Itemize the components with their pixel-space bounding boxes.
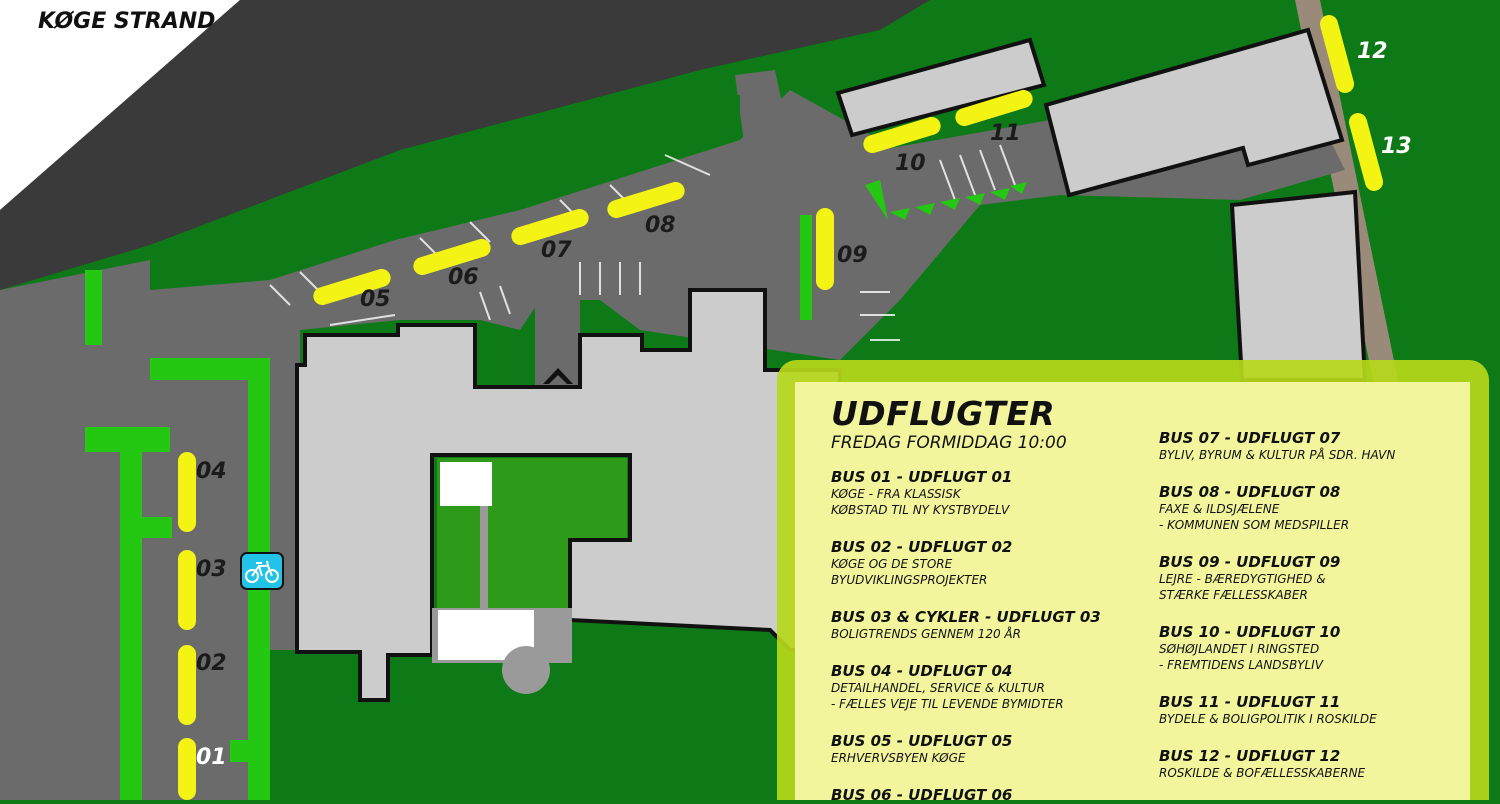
legend-entry-title: BUS 02 - UDFLUGT 02 [831,538,1013,556]
legend-entry-title: BUS 08 - UDFLUGT 08 [1159,483,1341,501]
bus-stop-09-marker [816,208,834,290]
legend-entry-description: STÆRKE FÆLLESSKABER [1159,588,1308,602]
legend-entry-description: KØBSTAD TIL NY KYSTBYDELV [831,503,1010,517]
legend-entry-title: BUS 01 - UDFLUGT 01 [831,468,1013,486]
parking-stripes [269,144,1016,341]
legend-entry: BUS 06 - UDFLUGT 06 [831,786,1131,804]
legend-entry-title: BUS 06 - UDFLUGT 06 [831,786,1013,804]
bicycle-icon [240,552,284,590]
bus-stop-09-label: 09 [837,243,868,268]
highway [0,0,930,290]
bus-stop-01-label: 01 [196,745,227,770]
legend-entry-title: BUS 07 - UDFLUGT 07 [1159,429,1341,447]
legend-entry-description: BYUDVIKLINGSPROJEKTER [831,573,988,587]
bus-stop-13-label: 13 [1381,134,1412,159]
bus-stop-03-marker [178,550,196,630]
bus-stop-12-label: 12 [1357,39,1388,64]
pavilion-circle [502,646,550,694]
bus-stop-10-label: 10 [895,151,926,176]
courtyard-box-top [440,462,492,506]
bus-stop-10-marker [863,116,941,154]
bus-stop-02-label: 02 [196,651,227,676]
bus-stop-06-label: 06 [448,265,479,290]
bus-stop-07-label: 07 [541,238,572,263]
legend-entry-description: DETAILHANDEL, SERVICE & KULTUR [831,681,1045,695]
legend-entry-description: - FREMTIDENS LANDSBYLIV [1159,658,1323,672]
bus-stop-01-marker [178,738,196,800]
legend-entry-description: BYLIV, BYRUM & KULTUR PÅ SDR. HAVN [1159,448,1396,462]
legend-entry-description: KØGE - FRA KLASSISK [831,487,961,501]
legend-entry-description: - KOMMUNEN SOM MEDSPILLER [1159,518,1350,532]
building-southeast [1229,189,1368,382]
legend-entry-description: BYDELE & BOLIGPOLITIK I ROSKILDE [1159,712,1377,726]
side-road [735,70,790,150]
legend-entry-description: BOLIGTRENDS GENNEM 120 ÅR [831,627,1021,641]
courtyard-path [480,505,488,625]
bike-lane-edge [85,270,102,345]
bus-stop-12-marker [1319,15,1355,93]
bike-lane-branch [85,427,170,452]
building-east [1043,27,1345,198]
legend-subtitle: FREDAG FORMIDDAG 10:00 [831,433,1067,453]
bus-stop-04-label: 04 [196,459,227,484]
legend-entry-title: BUS 12 - UDFLUGT 12 [1159,747,1341,765]
entrance-marker [543,368,573,384]
bike-lane-small [800,215,812,320]
legend-entry-description: ERHVERVSBYEN KØGE [831,751,966,765]
planting-triangles [865,180,1027,220]
bus-stop-05-marker [313,268,391,306]
bus-stop-05-label: 05 [360,287,391,312]
place-label: KØGE STRAND [38,9,215,34]
legend-panel: UDFLUGTER FREDAG FORMIDDAG 10:00 BUS 01 … [795,382,1470,804]
lawn-strip [150,95,740,290]
legend-entry-description: ROSKILDE & BOFÆLLESSKABERNE [1159,766,1366,780]
bus-stop-08-marker [607,181,685,219]
bus-stop-02-marker [178,645,196,725]
legend-entry-title: BUS 05 - UDFLUGT 05 [831,732,1013,750]
bus-stop-03-label: 03 [196,557,227,582]
bus-stop-11-marker [955,89,1033,127]
legend-entry-title: BUS 09 - UDFLUGT 09 [1159,553,1341,571]
bus-stop-04-marker [178,452,196,532]
legend-entry-description: LEJRE - BÆREDYGTIGHED & [1159,572,1326,586]
bus-stop-11-label: 11 [990,121,1021,146]
legend-entry-title: BUS 11 - UDFLUGT 11 [1159,693,1341,711]
bike-lane-stub2 [230,740,260,762]
bus-stop-markers [178,15,1384,800]
legend-entry-title: BUS 04 - UDFLUGT 04 [831,662,1013,680]
legend-entry-description: - FÆLLES VEJE TIL LEVENDE BYMIDTER [831,697,1064,711]
bus-stop-06-marker [413,238,491,276]
bike-lane-stub [142,517,172,538]
building-north [835,37,1047,138]
legend-entry-description: KØGE OG DE STORE [831,557,953,571]
legend-entry-title: BUS 10 - UDFLUGT 10 [1159,623,1341,641]
legend-entry-title: BUS 03 & CYKLER - UDFLUGT 03 [831,608,1101,626]
bike-lane-top [150,358,270,380]
legend-entry-description: FAXE & ILDSJÆLENE [1159,502,1280,516]
legend-title: UDFLUGTER [831,394,1056,433]
lower-road [535,290,580,385]
access-road [150,90,1345,360]
bus-stop-07-marker [511,208,589,246]
bus-stop-08-label: 08 [645,213,676,238]
bus-stop-13-marker [1348,113,1384,191]
legend-entry-description: SØHØJLANDET I RINGSTED [1159,642,1320,656]
bike-lane-vertical [120,452,142,800]
